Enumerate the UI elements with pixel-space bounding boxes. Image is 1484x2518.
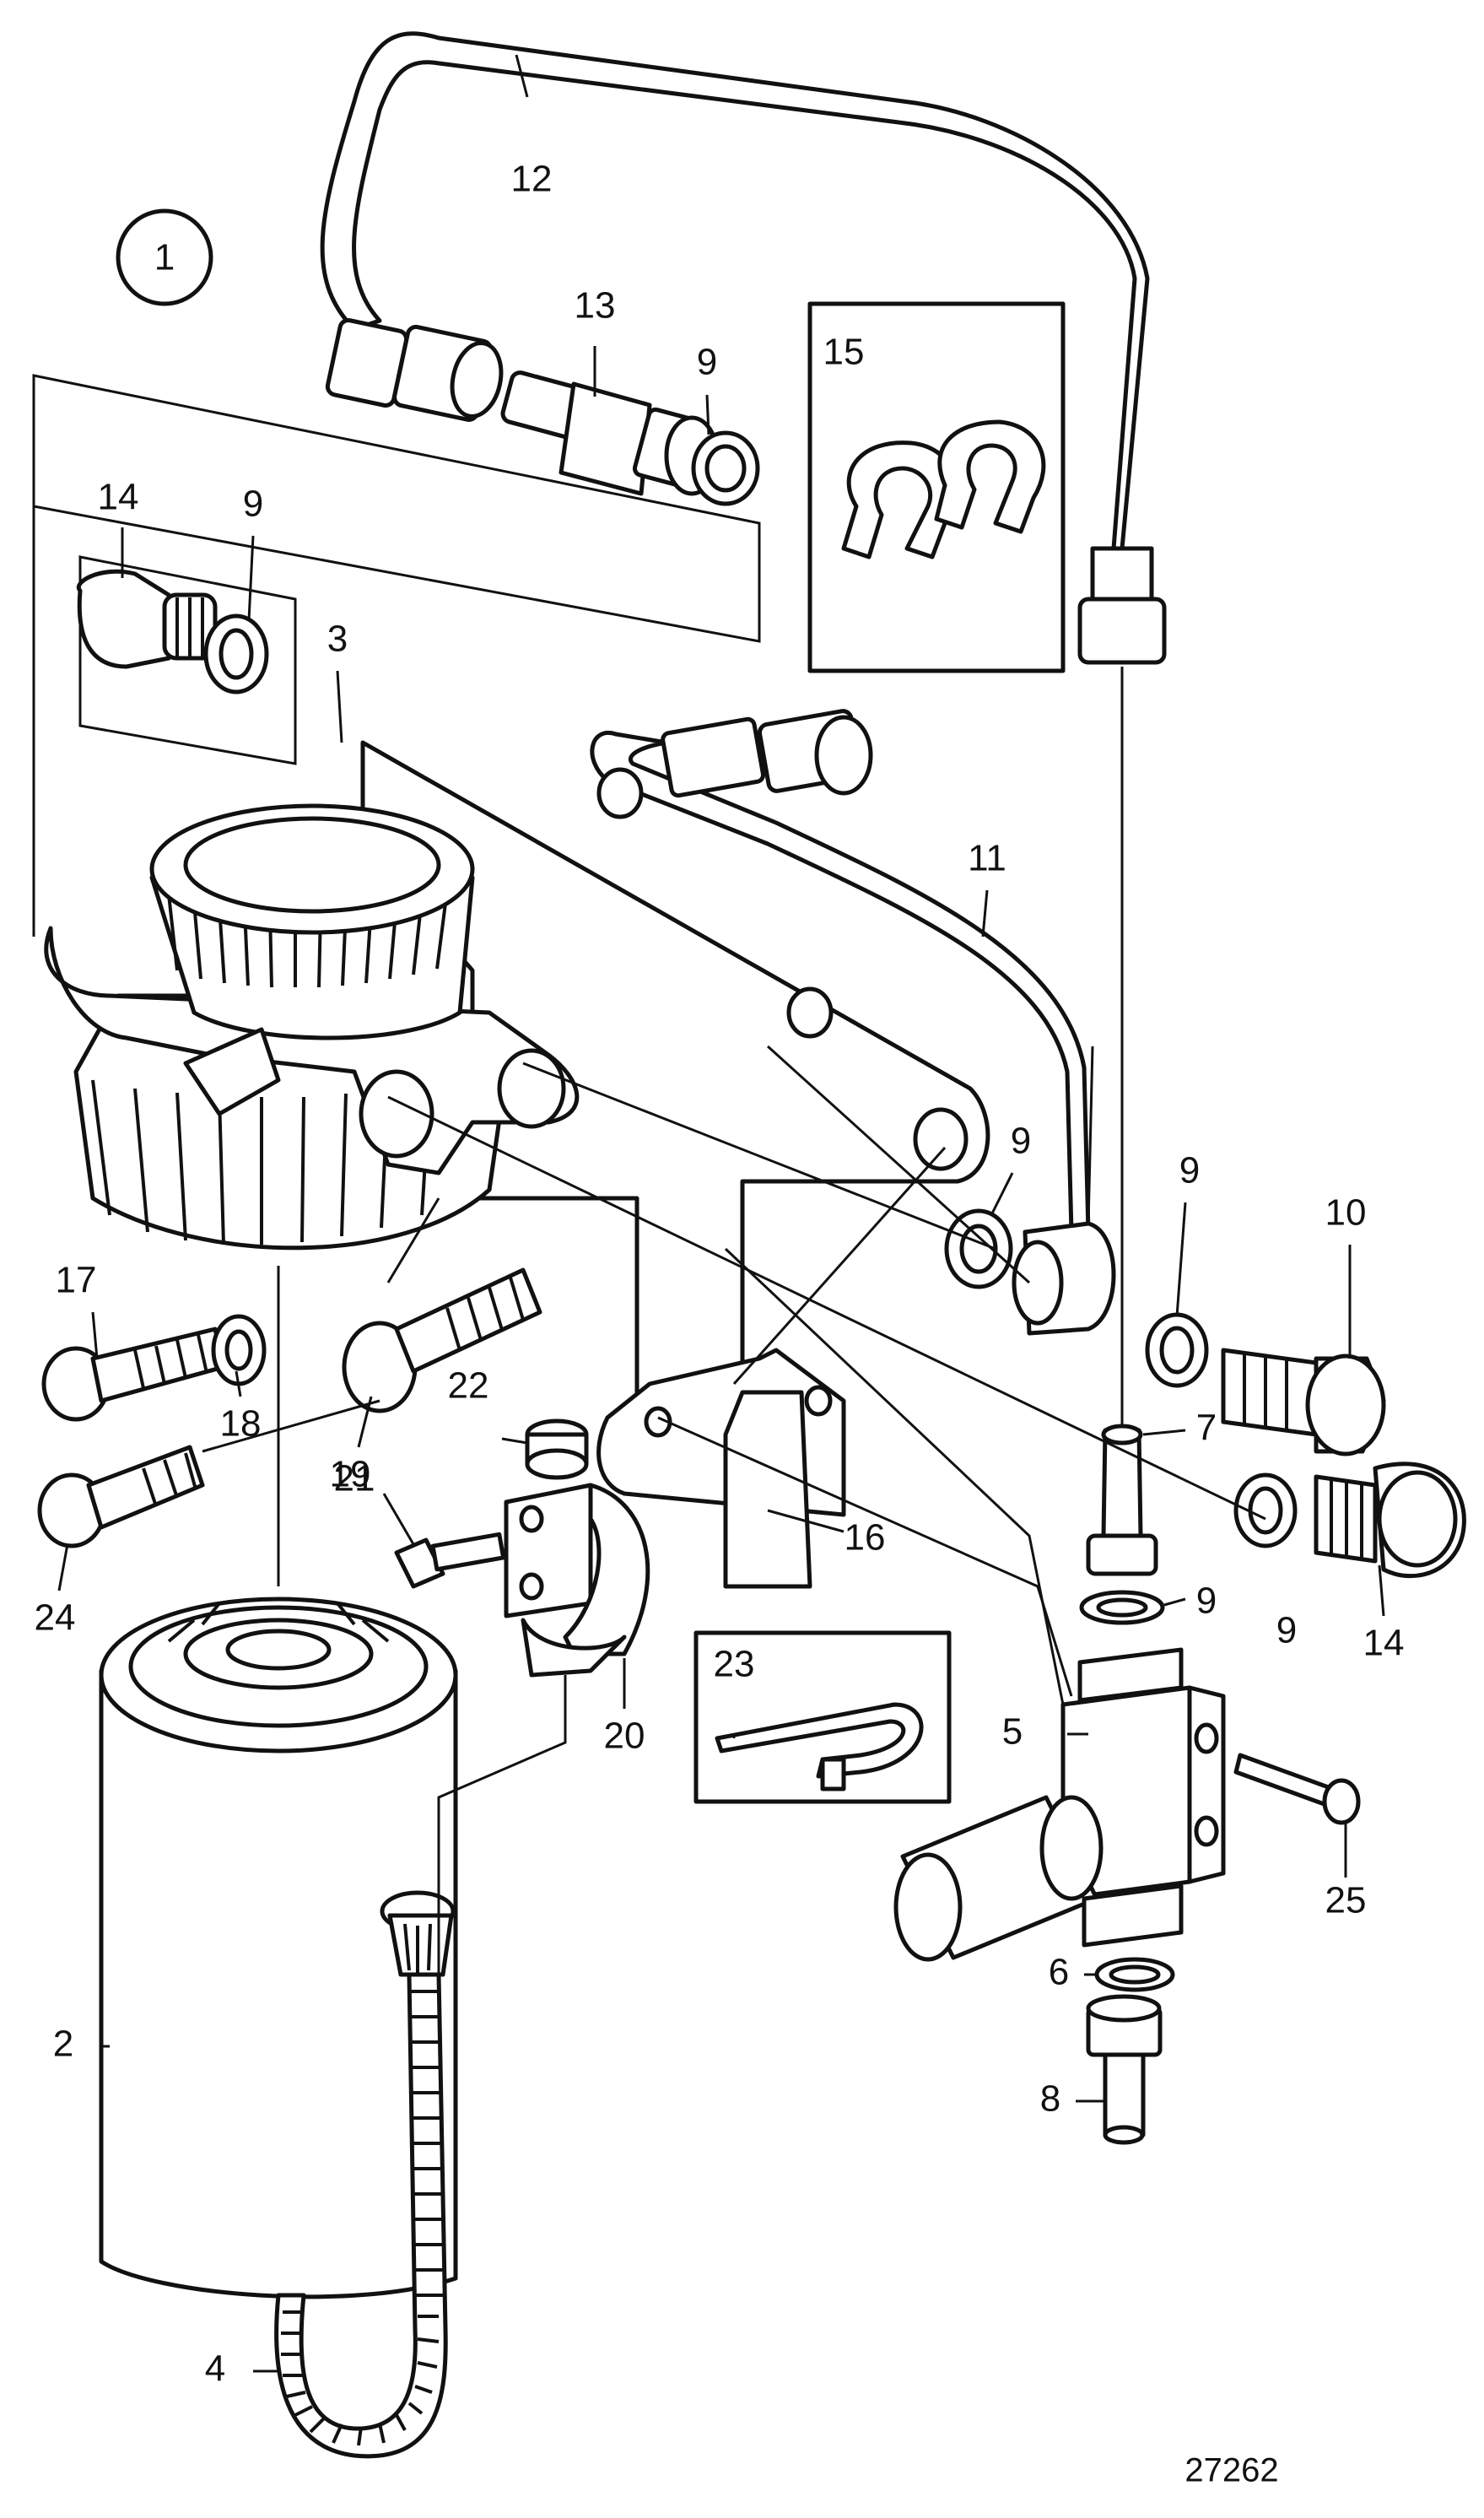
nipple-7 — [1086, 1424, 1158, 1576]
filter-element-2 — [99, 1597, 458, 2299]
washer-9-right — [1145, 1312, 1209, 1388]
callout-25: 25 — [1325, 1880, 1367, 1921]
callout-7: 7 — [1196, 1408, 1217, 1449]
callout-18: 18 — [220, 1403, 262, 1445]
drawing-reference-number: 27262 — [1185, 2452, 1278, 2489]
callout-22: 22 — [448, 1365, 489, 1407]
kit-outline-inner — [78, 555, 297, 765]
banjo-fitting-11 — [1012, 1221, 1116, 1336]
callout-10: 10 — [1325, 1192, 1367, 1234]
drain-hose-4 — [274, 1972, 448, 2459]
washer-9-top — [691, 430, 760, 506]
callout-14-top: 14 — [98, 477, 139, 518]
screw-21 — [394, 1532, 506, 1589]
mounting-bracket — [360, 740, 990, 1420]
washer-9-left — [203, 613, 269, 694]
group-marker-label: 1 — [154, 237, 175, 278]
callout-14-right: 14 — [1363, 1623, 1405, 1664]
screw-25 — [1233, 1753, 1361, 1825]
cable-tie-box-23 — [693, 1630, 952, 1804]
callout-8: 8 — [1040, 2078, 1060, 2120]
washer-9-fitting — [1079, 1590, 1165, 1625]
screw-19 — [342, 1267, 542, 1413]
group-marker: 1 — [116, 208, 213, 306]
washer-9-lower-right — [1233, 1472, 1298, 1548]
union-nipple-13 — [500, 370, 720, 496]
callout-labels: 12 13 9 15 14 9 3 11 9 9 10 9 14 7 9 5 2… — [35, 159, 1405, 2390]
plug-14-top — [76, 569, 218, 669]
fuel-pipe-11 — [590, 709, 1091, 1235]
callout-23: 23 — [714, 1644, 755, 1685]
callout-9-left: 9 — [243, 484, 263, 525]
callout-4: 4 — [205, 2348, 225, 2390]
callout-9-right: 9 — [1179, 1150, 1200, 1191]
callout-3: 3 — [327, 619, 348, 660]
callout-16: 16 — [845, 1517, 886, 1559]
callout-11: 11 — [968, 838, 1006, 879]
bracket-20 — [504, 1483, 650, 1678]
callout-20: 20 — [604, 1716, 645, 1757]
grommet-22 — [525, 1418, 589, 1480]
callout-12: 12 — [511, 159, 553, 200]
callout-24: 24 — [35, 1597, 76, 1639]
nipple-8 — [1086, 1994, 1163, 2145]
screw-17 — [41, 1327, 226, 1422]
fuel-pipe-12 — [320, 31, 1150, 551]
callout-9-top: 9 — [697, 342, 717, 383]
callout-2: 2 — [53, 2024, 73, 2065]
clip-box-15 — [807, 301, 1066, 673]
washer-9-mid — [944, 1208, 1013, 1289]
callout-9-mid: 9 — [1011, 1121, 1031, 1162]
filter-head-3 — [44, 803, 580, 1251]
washer-18 — [211, 1314, 267, 1386]
washer-6 — [1094, 1957, 1175, 1992]
pipe-nut-12-upper — [325, 318, 504, 422]
callout-15: 15 — [823, 332, 865, 373]
fuel-valve-5 — [893, 1647, 1226, 1962]
pipe-nut-12-lower — [1077, 546, 1167, 665]
callout-21: 21 — [334, 1458, 375, 1499]
callout-13: 13 — [575, 285, 616, 327]
callout-17: 17 — [56, 1260, 97, 1301]
screw-24 — [37, 1445, 205, 1548]
callout-6: 6 — [1049, 1952, 1069, 1993]
banjo-bolt-10 — [1221, 1348, 1386, 1456]
leader-lines — [57, 54, 1385, 2373]
callout-9-lower-right: 9 — [1276, 1610, 1297, 1651]
plug-14-right — [1314, 1462, 1466, 1579]
callout-19: 19 — [330, 1454, 371, 1495]
kit-outline-top — [32, 374, 761, 937]
sensor-connector — [380, 1890, 456, 1977]
callout-9-fitting: 9 — [1196, 1581, 1217, 1622]
callout-5: 5 — [1002, 1711, 1023, 1753]
